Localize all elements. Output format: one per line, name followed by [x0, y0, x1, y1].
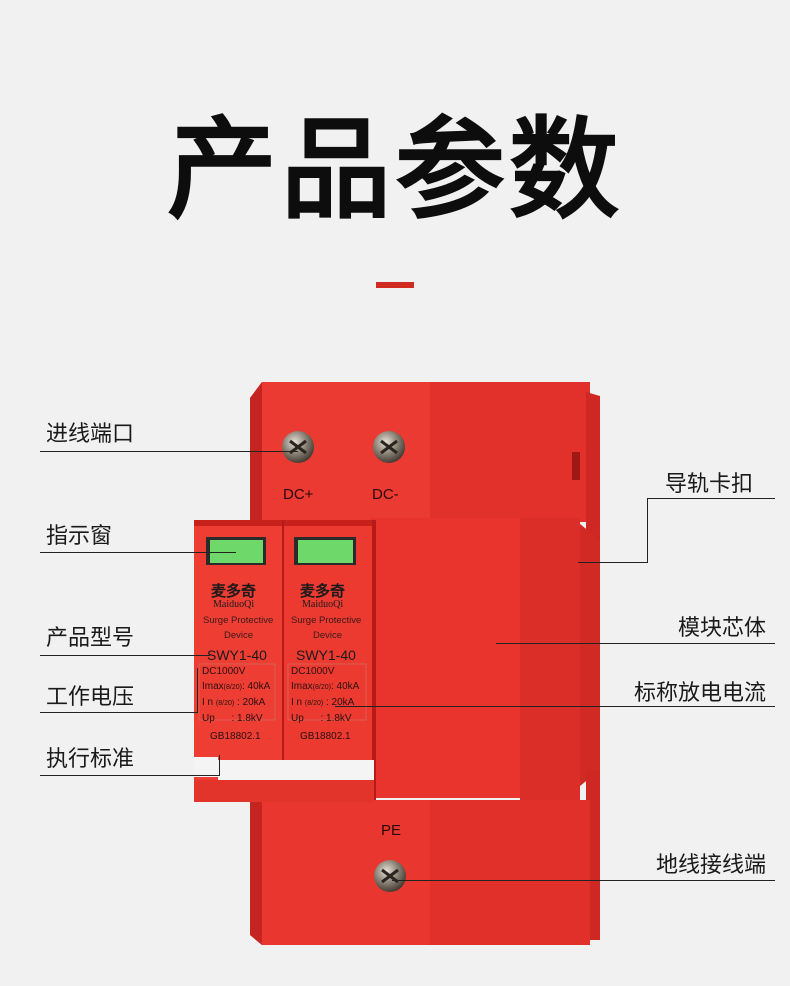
callout-ground-terminal: 地线接线端	[655, 853, 766, 878]
leader-working-voltage-v	[197, 668, 198, 713]
leader-model-no	[40, 655, 210, 656]
leader-working-voltage	[40, 712, 198, 713]
brand-cn: 麦多奇	[211, 582, 257, 600]
brand-en: MaiduoQi	[302, 599, 344, 610]
leader-nominal-current	[335, 706, 775, 707]
leader-indicator-window	[40, 552, 236, 553]
leader-rail-clip	[647, 498, 775, 499]
imax-row: Imax(8/20): 40kA	[202, 681, 271, 692]
imax-row: Imax(8/20): 40kA	[291, 681, 360, 692]
dc-plus-label: DC+	[283, 486, 314, 503]
brand-cn: 麦多奇	[300, 582, 346, 600]
standard-text: GB18802.1	[210, 731, 261, 742]
voltage-rating: DC1000V	[291, 666, 335, 677]
leader-rail-clip-h	[578, 562, 648, 563]
callout-working-voltage: 工作电压	[46, 685, 135, 710]
product-line2: Device	[313, 630, 343, 641]
callout-indicator-window: 指示窗	[46, 524, 113, 549]
leader-ground-terminal	[392, 880, 775, 881]
model-number: SWY1-40	[296, 647, 356, 663]
callout-model-no: 产品型号	[46, 626, 135, 651]
leader-standard	[40, 775, 220, 776]
in-row: I n (8/20) : 20kA	[202, 697, 266, 708]
model-number: SWY1-40	[207, 647, 267, 663]
page-title: 产品参数	[167, 106, 623, 234]
brand-en: MaiduoQi	[213, 599, 255, 610]
product-line1: Surge Protective	[291, 615, 362, 626]
product-line1: Surge Protective	[203, 615, 274, 626]
leader-module-core	[496, 643, 775, 644]
product-line2: Device	[224, 630, 254, 641]
title-accent-bar	[376, 282, 414, 288]
pe-label: PE	[381, 822, 402, 839]
callout-inlet-port: 进线端口	[46, 422, 135, 447]
in-row: I n (8/20) : 20kA	[291, 697, 355, 708]
standard-text: GB18802.1	[300, 731, 351, 742]
voltage-rating: DC1000V	[202, 666, 246, 677]
leader-standard-v	[219, 755, 220, 776]
dc-minus-label: DC-	[372, 486, 399, 503]
up-row: Up : 1.8kV	[202, 713, 263, 724]
callout-standard: 执行标准	[46, 747, 135, 772]
leader-rail-clip-v	[647, 498, 648, 563]
callout-module-core: 模块芯体	[677, 616, 766, 641]
up-row: Up : 1.8kV	[291, 713, 352, 724]
leader-inlet-port	[40, 451, 298, 452]
callout-rail-clip: 导轨卡扣	[664, 472, 753, 497]
callout-nominal-current: 标称放电电流	[633, 681, 766, 706]
